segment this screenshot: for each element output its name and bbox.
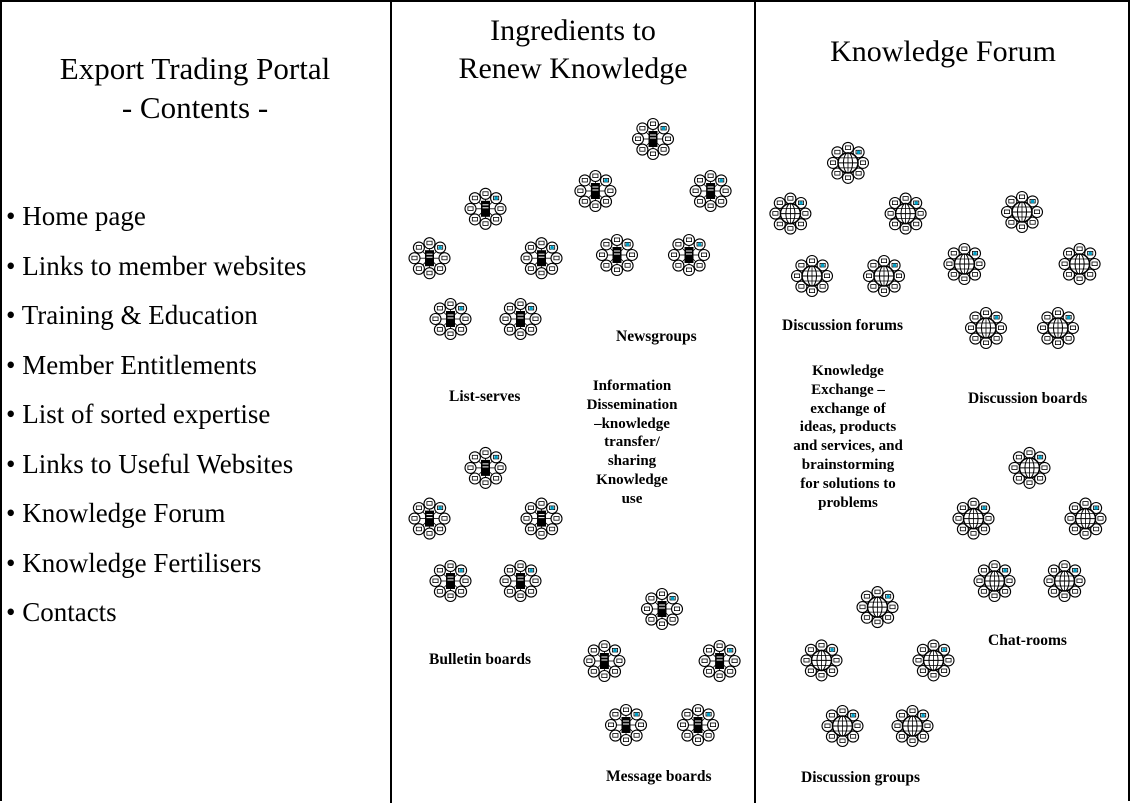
- server-hub-node: [499, 559, 542, 603]
- globe-hub-node: [943, 242, 986, 286]
- globe-hub-node: [1043, 559, 1086, 603]
- ingredients-desc-line: Information: [592, 378, 672, 394]
- server-hub-node: [520, 497, 563, 540]
- forum-desc-line: brainstorming: [801, 456, 895, 473]
- toc-item-entitlements[interactable]: • Member Entitlements: [6, 349, 257, 380]
- forum-desc-line: for solutions to: [800, 475, 896, 492]
- globe-hub-node: [1036, 306, 1080, 350]
- globe-hub-node: [1058, 242, 1101, 286]
- forum-description: Knowledge Exchange – exchange of ideas, …: [763, 362, 933, 512]
- server-hub-node: [689, 169, 732, 213]
- globe-hub-node: [862, 254, 906, 298]
- discussion-forums-network: [769, 141, 927, 298]
- toc-item-member-websites[interactable]: • Links to member websites: [6, 250, 307, 281]
- toc-list: • Home page • Links to member websites •…: [6, 197, 306, 643]
- globe-hub-node: [856, 586, 899, 629]
- list-serves-network: [408, 187, 563, 341]
- ingredients-desc-line: –knowledge: [594, 415, 670, 432]
- server-hub-node: [676, 703, 720, 747]
- toc-item-home[interactable]: • Home page: [6, 201, 146, 231]
- toc-title: Export Trading Portal - Contents -: [0, 50, 390, 128]
- forum-title: Knowledge Forum: [756, 33, 1130, 71]
- globe-hub-node: [973, 559, 1016, 603]
- ingredients-title: Ingredients to Renew Knowledge: [392, 12, 754, 87]
- globe-hub-node: [964, 306, 1008, 350]
- label-discussion-groups: Discussion groups: [801, 769, 921, 786]
- server-hub-node: [520, 237, 563, 280]
- globe-hub-node: [821, 704, 864, 748]
- globe-hub-node: [952, 497, 995, 540]
- ingredients-desc-line: sharing: [607, 453, 657, 470]
- ingredients-desc-line: Dissemination: [586, 396, 678, 413]
- toc-item-fertilisers[interactable]: • Knowledge Fertilisers: [6, 547, 262, 578]
- forum-desc-line: and services, and: [793, 438, 903, 455]
- globe-hub-node: [891, 704, 934, 748]
- toc-item-contacts[interactable]: • Contacts: [6, 597, 117, 627]
- ingredients-desc-line: Knowledge: [596, 471, 668, 488]
- label-newsgroups: Newsgroups: [616, 328, 697, 345]
- globe-hub-node: [1064, 497, 1107, 540]
- toc-item-knowledge-forum[interactable]: • Knowledge Forum: [6, 498, 226, 528]
- label-discussion-boards: Discussion boards: [968, 390, 1088, 407]
- column-divider-right: [754, 0, 756, 803]
- server-hub-node: [574, 169, 617, 213]
- ingredients-title-line2: Renew Knowledge: [458, 51, 688, 85]
- toc-item-useful-websites[interactable]: • Links to Useful Websites: [6, 448, 294, 479]
- globe-hub-node: [1000, 190, 1044, 234]
- forum-title-text: Knowledge Forum: [830, 35, 1056, 68]
- server-hub-node: [604, 703, 648, 747]
- globe-hub-node: [769, 192, 812, 235]
- server-hub-node: [429, 297, 472, 341]
- ingredients-desc-line: transfer/: [604, 434, 660, 451]
- ingredients-desc-line: use: [621, 490, 643, 507]
- server-hub-node: [464, 187, 507, 230]
- forum-desc-line: ideas, products: [799, 419, 897, 436]
- globe-hub-node: [1008, 446, 1051, 489]
- discussion-boards-network: [943, 190, 1101, 350]
- globe-hub-node: [826, 141, 870, 184]
- globe-hub-node: [800, 639, 843, 682]
- forum-desc-line: problems: [818, 494, 878, 511]
- server-hub-node: [429, 559, 472, 603]
- toc-title-line1: Export Trading Portal: [59, 51, 331, 86]
- server-hub-node: [698, 639, 741, 683]
- server-hub-node: [408, 237, 451, 280]
- globe-hub-node: [884, 192, 927, 235]
- server-hub-node: [631, 117, 675, 161]
- label-chat-rooms: Chat-rooms: [988, 632, 1067, 649]
- message-boards-network: [583, 587, 741, 747]
- label-bulletin-boards: Bulletin boards: [429, 651, 532, 668]
- bulletin-boards-network: [408, 446, 563, 603]
- column-divider-left: [390, 0, 392, 803]
- toc-title-line2: - Contents -: [121, 89, 269, 125]
- server-hub-node: [667, 233, 711, 277]
- server-hub-node: [408, 497, 451, 540]
- ingredients-description: Information Dissemination –knowledge tra…: [572, 377, 692, 509]
- server-hub-node: [499, 297, 542, 341]
- toc-item-expertise[interactable]: • List of sorted expertise: [6, 399, 271, 429]
- server-hub-node: [595, 233, 639, 277]
- label-discussion-forums: Discussion forums: [782, 317, 904, 334]
- label-list-serves: List-serves: [449, 388, 521, 405]
- forum-desc-line: Knowledge: [812, 363, 884, 379]
- label-message-boards: Message boards: [606, 768, 712, 785]
- forum-desc-line: exchange of: [810, 400, 886, 417]
- server-hub-node: [464, 446, 507, 489]
- server-hub-node: [640, 587, 684, 631]
- server-hub-node: [583, 639, 626, 683]
- toc-item-training[interactable]: • Training & Education: [6, 300, 258, 330]
- forum-desc-line: Exchange –: [811, 381, 885, 398]
- globe-hub-node: [912, 639, 955, 682]
- globe-hub-node: [790, 254, 834, 298]
- chat-rooms-network: [952, 446, 1107, 603]
- newsgroups-network: [574, 117, 732, 277]
- discussion-groups-network: [800, 586, 955, 748]
- ingredients-title-line1: Ingredients to: [490, 14, 656, 47]
